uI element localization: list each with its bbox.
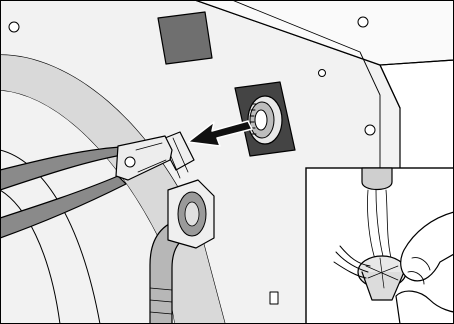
screw-hole-right — [365, 125, 375, 135]
inset-detail — [306, 168, 454, 324]
screw-hole-middle — [319, 70, 326, 77]
panel-opening — [158, 12, 212, 64]
pliers-pivot — [125, 157, 135, 167]
screw-hole-side — [358, 17, 368, 27]
panel-small-slot — [270, 292, 278, 304]
screw-hole-top-left — [9, 22, 19, 32]
inlet-connector — [248, 96, 282, 144]
water-tap — [362, 168, 392, 190]
